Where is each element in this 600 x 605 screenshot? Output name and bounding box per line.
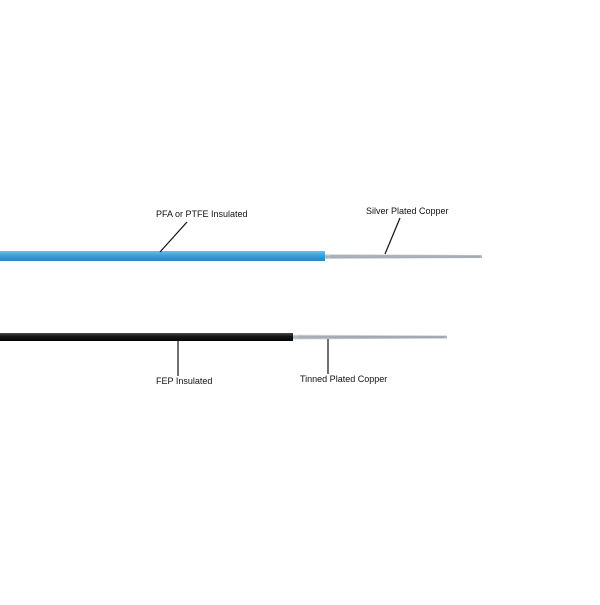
blue-insulation-sheath: [0, 251, 325, 261]
silver-plated-conductor: [325, 254, 482, 259]
pfa-leader-line: [159, 221, 188, 253]
silver-leader-line: [384, 217, 401, 255]
tinned-conductor-label: Tinned Plated Copper: [300, 374, 388, 384]
pfa-insulation-label: PFA or PTFE Insulated: [156, 209, 248, 219]
silver-conductor-label: Silver Plated Copper: [366, 206, 449, 216]
silver-strand-texture: [329, 255, 481, 258]
black-insulation-sheath: [0, 333, 293, 341]
tinned-strand-texture: [297, 335, 446, 339]
tinned-plated-conductor: [293, 334, 447, 340]
fep-insulation-label: FEP Insulated: [156, 376, 213, 386]
